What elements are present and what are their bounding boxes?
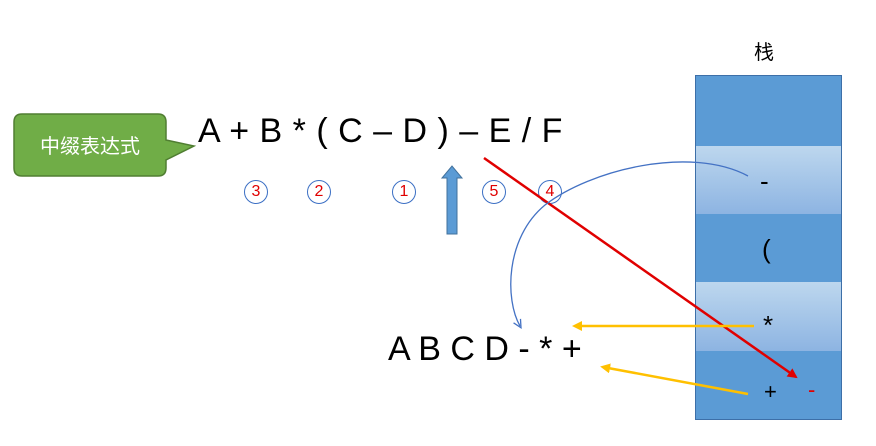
step-marker-3: 3 [244, 180, 268, 204]
step-marker-2: 2 [307, 180, 331, 204]
stack-cell-text: - [760, 166, 769, 196]
stack-cell-multiply: * [696, 282, 841, 351]
infix-expression: A + B * ( C – D ) – E / F [198, 112, 563, 150]
stack-cell-paren: ( [696, 214, 841, 282]
stack-cell-minus: - [696, 146, 841, 214]
step-marker-5: 5 [482, 180, 506, 204]
incoming-operator: - [808, 377, 816, 402]
stack-cell-text: * [763, 310, 774, 340]
step-marker-1: 1 [392, 180, 416, 204]
postfix-expression: A B C D - * + [388, 330, 582, 368]
stack-cell-plus: + - [696, 351, 841, 419]
step-marker-4: 4 [538, 180, 562, 204]
stack-title: 栈 [754, 40, 774, 64]
callout-label: 中缀表达式 [40, 133, 140, 158]
stack-cell-empty [696, 76, 841, 146]
stack-cell-text: + [764, 379, 777, 404]
stack-cell-text: ( [762, 234, 771, 264]
stack: - ( * + - [695, 75, 842, 420]
